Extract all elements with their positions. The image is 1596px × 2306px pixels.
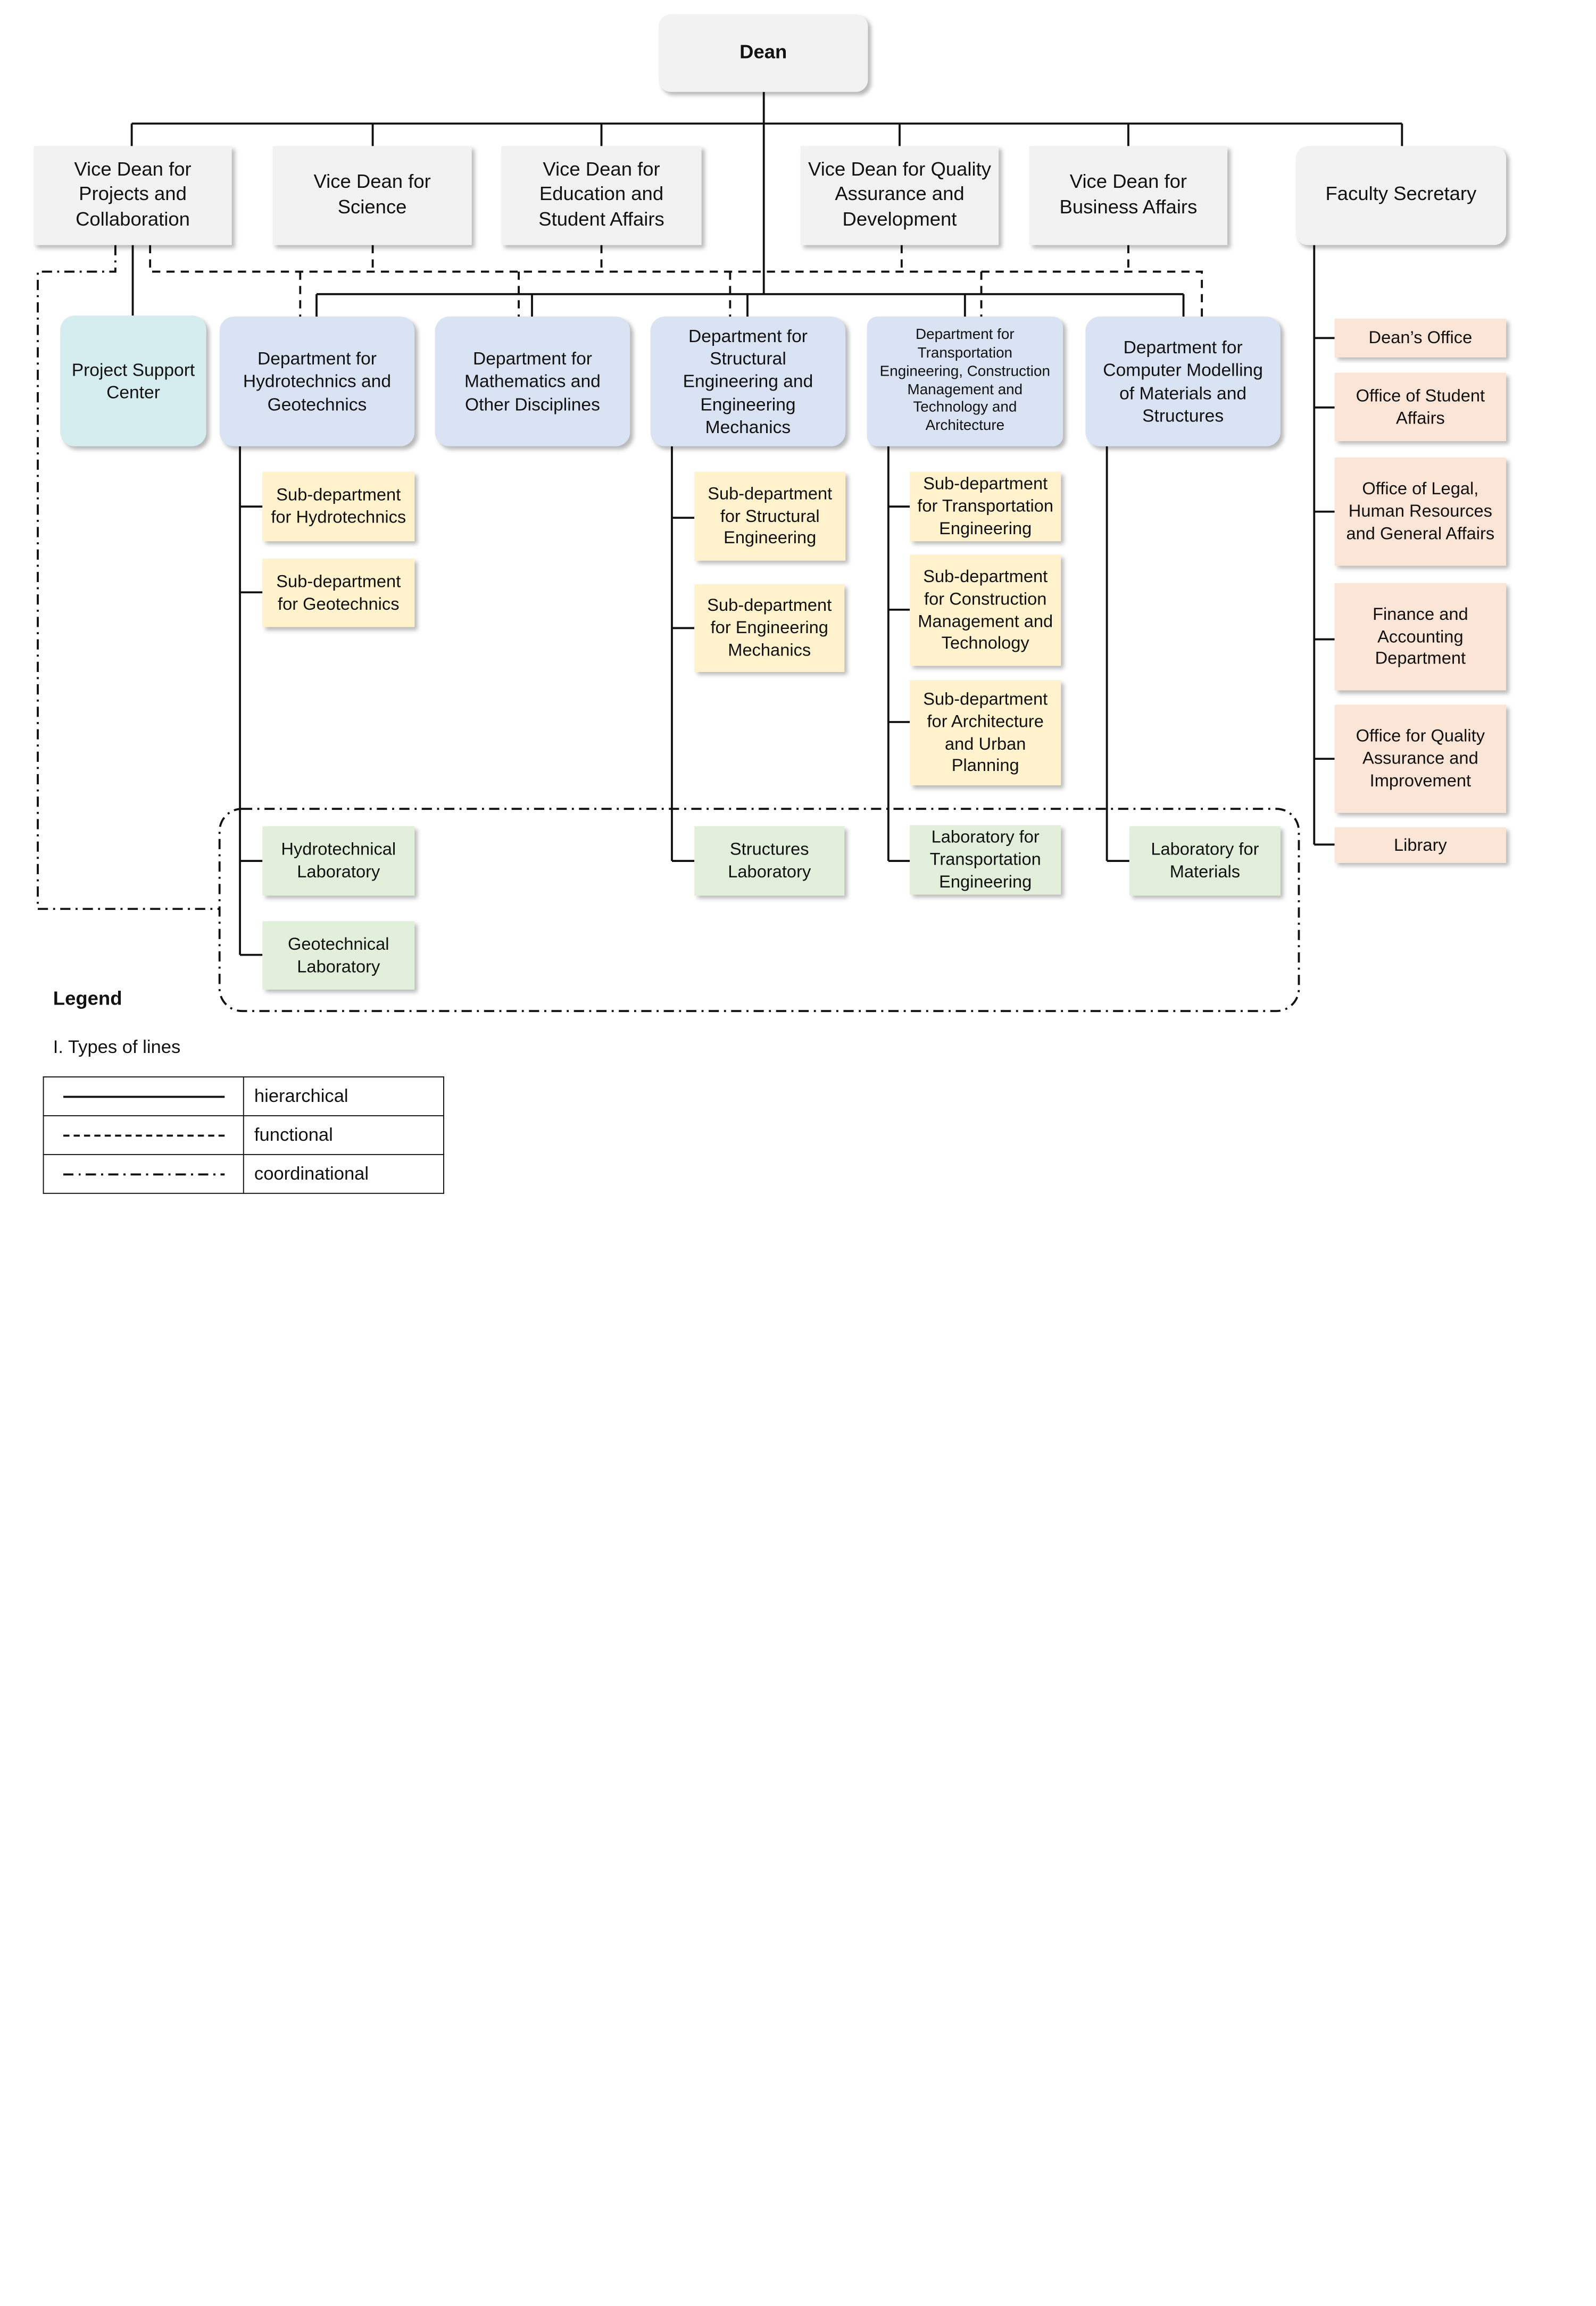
department-mathematics-box: Department for Mathematics and Other Dis…	[435, 317, 630, 446]
faculty-secretary-box: Faculty Secretary	[1295, 146, 1507, 245]
office-library-box: Library	[1334, 827, 1507, 863]
hierarchical-lines	[130, 92, 1403, 956]
dashdot-line-sample	[43, 1154, 244, 1194]
vice-dean-business-box: Vice Dean for Business Affairs	[1029, 146, 1228, 245]
dashed-line-sample	[43, 1115, 244, 1155]
subdepartment-mechanics-box: Sub-department for Engineering Mechanics	[694, 584, 845, 672]
lab-structures-box: Structures Laboratory	[694, 826, 845, 896]
legend-subtitle: I. Types of lines	[53, 1036, 181, 1057]
office-student-affairs-box: Office of Student Affairs	[1334, 372, 1507, 442]
coordinational-lines	[37, 245, 1300, 1013]
subdepartment-geotechnics-box: Sub-department for Geotechnics	[262, 558, 415, 627]
subdepartment-hydrotechnics-box: Sub-department for Hydrotechnics	[262, 471, 415, 542]
vice-dean-projects-box: Vice Dean for Projects and Collaboration	[34, 146, 232, 245]
functional-lines	[149, 245, 1203, 317]
office-finance-box: Finance and Accounting Department	[1334, 583, 1507, 691]
vice-dean-education-box: Vice Dean for Education and Student Affa…	[501, 146, 702, 245]
office-deans-box: Dean’s Office	[1334, 318, 1507, 358]
legend-row: hierarchical	[43, 1076, 444, 1116]
lab-geotechnical-box: Geotechnical Laboratory	[262, 921, 415, 990]
department-computer-modelling-box: Department for Computer Modelling of Mat…	[1085, 317, 1281, 446]
project-support-center-box: Project Support Center	[60, 316, 206, 446]
legend-label-hierarchical: hierarchical	[243, 1076, 444, 1116]
subdepartment-construction-box: Sub-department for Construction Manageme…	[910, 554, 1061, 666]
vice-dean-quality-box: Vice Dean for Quality Assurance and Deve…	[800, 146, 999, 245]
office-quality-box: Office for Quality Assurance and Improve…	[1334, 704, 1507, 813]
lab-materials-box: Laboratory for Materials	[1129, 826, 1281, 896]
legend-row: coordinational	[43, 1154, 444, 1194]
lab-transportation-box: Laboratory for Transportation Engineerin…	[910, 825, 1061, 895]
connector-lines	[37, 92, 1403, 1013]
dean-box: Dean	[659, 14, 868, 92]
legend-label-coordinational: coordinational	[243, 1154, 444, 1194]
legend-table: hierarchical functional coordinational	[43, 1076, 444, 1194]
legend-label-functional: functional	[243, 1115, 444, 1155]
department-structural-box: Department for Structural Engineering an…	[650, 317, 846, 446]
department-hydrotechnics-box: Department for Hydrotechnics and Geotech…	[219, 317, 415, 446]
office-legal-hr-box: Office of Legal, Human Resources and Gen…	[1334, 457, 1507, 566]
solid-line-sample	[43, 1076, 244, 1116]
legend-title: Legend	[53, 988, 122, 1010]
subdepartment-transportation-box: Sub-department for Transportation Engine…	[910, 471, 1061, 542]
department-transportation-box: Department for Transportation Engineerin…	[867, 317, 1063, 446]
vice-dean-science-box: Vice Dean for Science	[272, 146, 472, 245]
lab-hydrotechnical-box: Hydrotechnical Laboratory	[262, 826, 415, 896]
legend-row: functional	[43, 1115, 444, 1155]
subdepartment-architecture-box: Sub-department for Architecture and Urba…	[910, 680, 1061, 786]
subdepartment-structural-box: Sub-department for Structural Engineerin…	[694, 471, 846, 561]
